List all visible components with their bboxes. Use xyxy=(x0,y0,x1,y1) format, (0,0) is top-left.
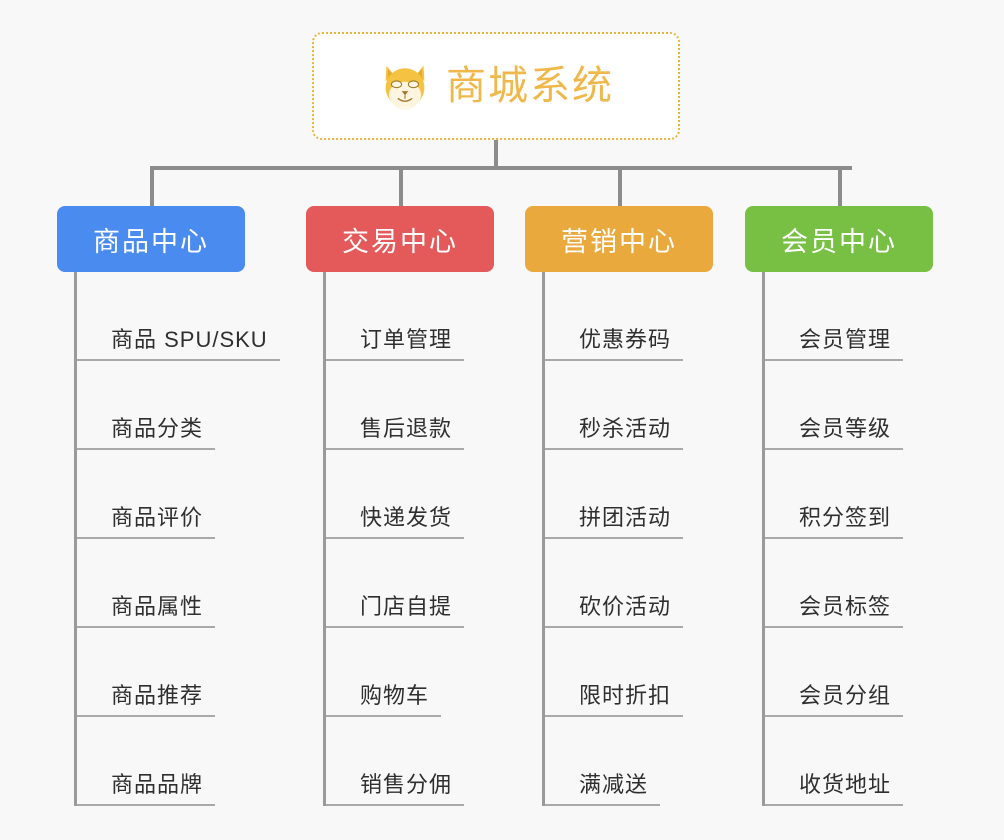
leaf-label: 拼团活动 xyxy=(545,504,684,539)
leaf-label: 门店自提 xyxy=(326,593,465,628)
root-title: 商城系统 xyxy=(446,64,614,108)
leaf-label: 会员管理 xyxy=(765,326,904,361)
leaf-list-member: 会员管理 会员等级 积分签到 会员标签 会员分组 收货地址 xyxy=(762,272,933,806)
branch-column-marketing: 营销中心 优惠券码 秒杀活动 拼团活动 砍价活动 限时折扣 满减送 xyxy=(525,206,713,806)
leaf-label: 商品推荐 xyxy=(77,682,216,717)
list-item[interactable]: 售后退款 xyxy=(326,361,494,450)
list-item[interactable]: 订单管理 xyxy=(326,272,494,361)
category-label: 交易中心 xyxy=(342,226,458,257)
connector-bar xyxy=(150,166,852,170)
list-item[interactable]: 销售分佣 xyxy=(326,717,494,806)
category-label: 会员中心 xyxy=(781,226,897,257)
list-item[interactable]: 商品属性 xyxy=(77,539,245,628)
leaf-label: 优惠券码 xyxy=(545,326,684,361)
leaf-list-trade: 订单管理 售后退款 快递发货 门店自提 购物车 销售分佣 xyxy=(323,272,494,806)
leaf-label: 销售分佣 xyxy=(326,771,465,806)
list-item[interactable]: 限时折扣 xyxy=(545,628,713,717)
list-item[interactable]: 购物车 xyxy=(326,628,494,717)
category-header-marketing[interactable]: 营销中心 xyxy=(525,206,713,272)
list-item[interactable]: 收货地址 xyxy=(765,717,933,806)
leaf-label: 会员等级 xyxy=(765,415,904,450)
connector-drop-2 xyxy=(399,166,403,208)
category-header-product[interactable]: 商品中心 xyxy=(57,206,245,272)
category-header-member[interactable]: 会员中心 xyxy=(745,206,933,272)
list-item[interactable]: 会员标签 xyxy=(765,539,933,628)
leaf-label: 购物车 xyxy=(326,682,442,717)
leaf-label: 商品品牌 xyxy=(77,771,216,806)
list-item[interactable]: 砍价活动 xyxy=(545,539,713,628)
list-item[interactable]: 拼团活动 xyxy=(545,450,713,539)
list-item[interactable]: 商品推荐 xyxy=(77,628,245,717)
leaf-label: 快递发货 xyxy=(326,504,465,539)
branch-column-trade: 交易中心 订单管理 售后退款 快递发货 门店自提 购物车 销售分佣 xyxy=(306,206,494,806)
list-item[interactable]: 优惠券码 xyxy=(545,272,713,361)
root-node-content: 商城系统 xyxy=(378,59,614,113)
connector-drop-4 xyxy=(838,166,842,208)
branch-column-member: 会员中心 会员管理 会员等级 积分签到 会员标签 会员分组 收货地址 xyxy=(745,206,933,806)
connector-drop-1 xyxy=(150,166,154,208)
category-label: 营销中心 xyxy=(561,226,677,257)
leaf-label: 商品评价 xyxy=(77,504,216,539)
leaf-label: 收货地址 xyxy=(765,771,904,806)
branch-column-product: 商品中心 商品 SPU/SKU 商品分类 商品评价 商品属性 商品推荐 商品品牌 xyxy=(57,206,280,806)
list-item[interactable]: 秒杀活动 xyxy=(545,361,713,450)
list-item[interactable]: 满减送 xyxy=(545,717,713,806)
leaf-label: 限时折扣 xyxy=(545,682,684,717)
list-item[interactable]: 会员等级 xyxy=(765,361,933,450)
list-item[interactable]: 积分签到 xyxy=(765,450,933,539)
leaf-label: 商品 SPU/SKU xyxy=(77,326,280,361)
leaf-label: 订单管理 xyxy=(326,326,465,361)
leaf-label: 满减送 xyxy=(545,771,661,806)
leaf-list-product: 商品 SPU/SKU 商品分类 商品评价 商品属性 商品推荐 商品品牌 xyxy=(74,272,280,806)
list-item[interactable]: 会员管理 xyxy=(765,272,933,361)
leaf-list-marketing: 优惠券码 秒杀活动 拼团活动 砍价活动 限时折扣 满减送 xyxy=(542,272,713,806)
leaf-label: 会员分组 xyxy=(765,682,904,717)
leaf-label: 商品属性 xyxy=(77,593,216,628)
list-item[interactable]: 快递发货 xyxy=(326,450,494,539)
list-item[interactable]: 商品评价 xyxy=(77,450,245,539)
category-header-trade[interactable]: 交易中心 xyxy=(306,206,494,272)
connector-drop-3 xyxy=(618,166,622,208)
list-item[interactable]: 商品品牌 xyxy=(77,717,245,806)
list-item[interactable]: 会员分组 xyxy=(765,628,933,717)
category-label: 商品中心 xyxy=(93,226,209,257)
list-item[interactable]: 商品分类 xyxy=(77,361,245,450)
leaf-label: 积分签到 xyxy=(765,504,904,539)
connector-stem xyxy=(494,140,498,170)
leaf-label: 会员标签 xyxy=(765,593,904,628)
leaf-label: 砍价活动 xyxy=(545,593,684,628)
leaf-label: 秒杀活动 xyxy=(545,415,684,450)
list-item[interactable]: 门店自提 xyxy=(326,539,494,628)
root-node[interactable]: 商城系统 xyxy=(312,32,680,140)
leaf-label: 售后退款 xyxy=(326,415,465,450)
leaf-label: 商品分类 xyxy=(77,415,216,450)
list-item[interactable]: 商品 SPU/SKU xyxy=(77,272,280,361)
shiba-dog-face-icon xyxy=(378,59,432,113)
